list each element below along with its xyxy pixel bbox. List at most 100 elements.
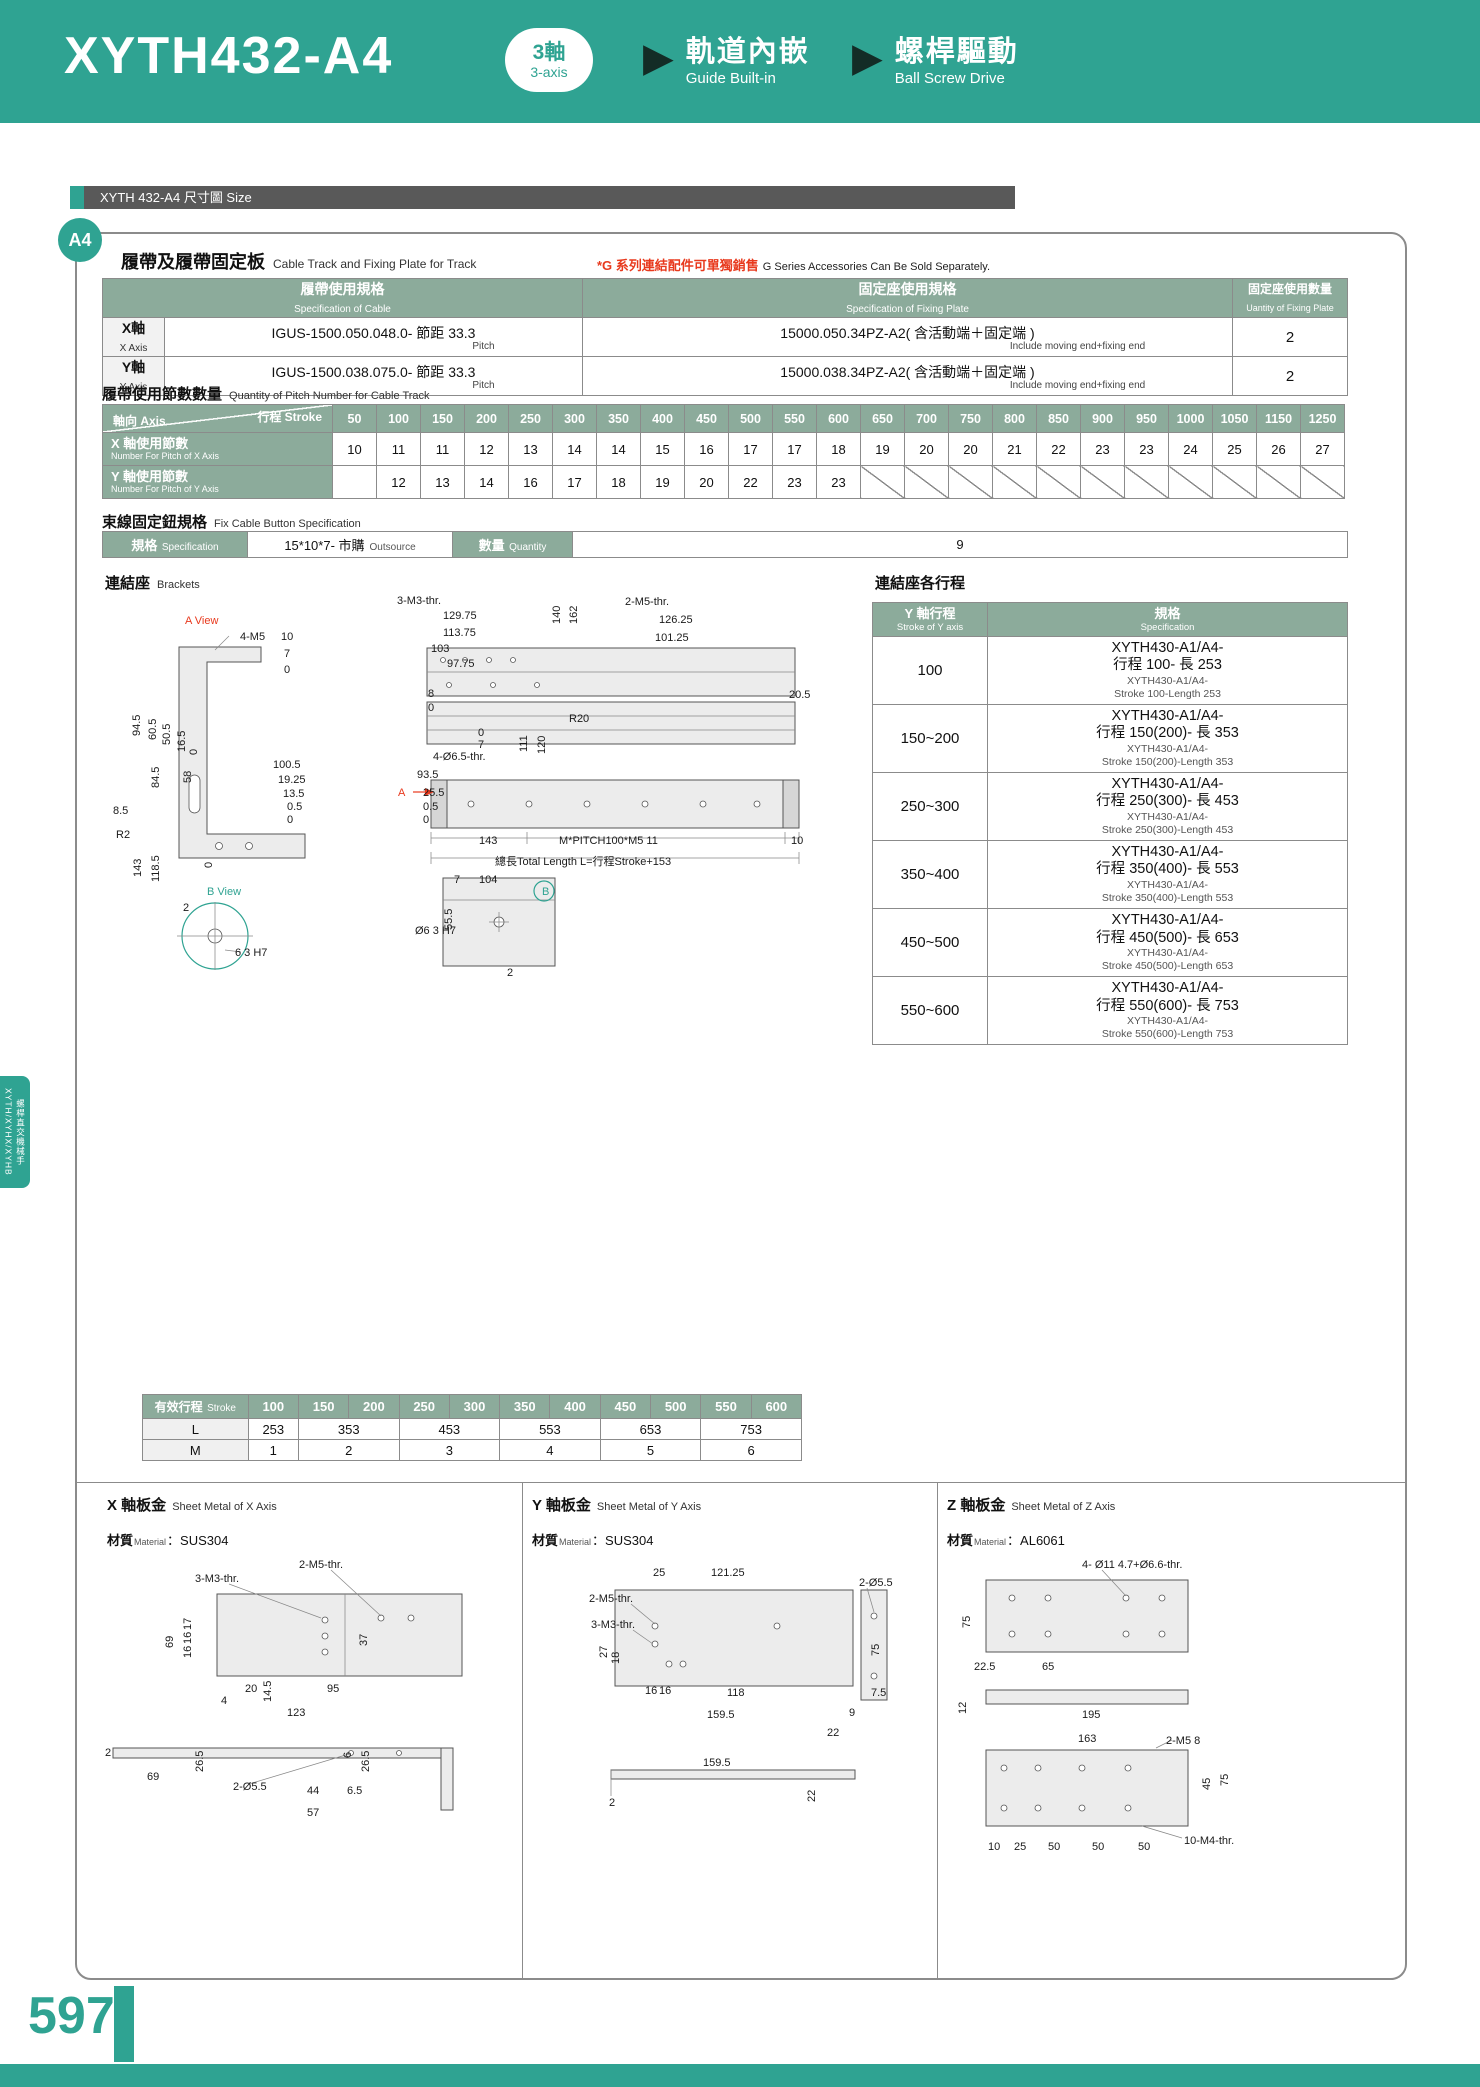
stroke-col-header: 900 bbox=[1080, 404, 1125, 433]
dimension-label: 2-M5-thr. bbox=[625, 596, 669, 608]
pitch-x-value: 27 bbox=[1300, 432, 1345, 466]
lm-value: 5 bbox=[599, 1439, 702, 1461]
lm-value: 1 bbox=[247, 1439, 299, 1461]
lm-stroke-header: 250 bbox=[398, 1394, 450, 1419]
dimension-label: 4 bbox=[221, 1695, 227, 1707]
dimension-label: 6 3 H7 bbox=[235, 947, 267, 959]
dimension-label: 20 bbox=[245, 1683, 257, 1695]
y-sheet-material: 材質Material：SUS304 bbox=[532, 1533, 654, 1548]
panel-divider-1 bbox=[522, 1482, 523, 1980]
dimension-label: 2-M5 8 bbox=[1166, 1735, 1200, 1747]
lm-value: 353 bbox=[297, 1418, 400, 1440]
pitch-x-value: 15 bbox=[640, 432, 685, 466]
stroke-col-header: 550 bbox=[772, 404, 817, 433]
model-title: XYTH432-A4 bbox=[64, 27, 394, 85]
lm-stroke-header: 350 bbox=[499, 1394, 551, 1419]
dimension-label: 4-Ø6.5-thr. bbox=[433, 751, 486, 763]
dimension-label: 2-M5-thr. bbox=[589, 1593, 633, 1605]
dimension-label: B bbox=[542, 886, 549, 898]
dimension-label: 129.75 bbox=[443, 610, 477, 622]
dimension-label: 69 bbox=[147, 1771, 159, 1783]
pitch-x-value: 20 bbox=[948, 432, 993, 466]
dimension-label: 8.5 bbox=[113, 805, 128, 817]
dimension-label: A bbox=[398, 787, 406, 799]
pitch-x-value: 13 bbox=[508, 432, 553, 466]
bracket-stroke-title: 連結座各行程 bbox=[875, 575, 966, 592]
lm-stroke-header: 600 bbox=[750, 1394, 803, 1419]
pitch-y-value: 12 bbox=[376, 465, 421, 499]
lm-row-label: L bbox=[142, 1418, 249, 1440]
dimension-label: 17 bbox=[182, 1618, 194, 1630]
pitch-y-value: 13 bbox=[420, 465, 465, 499]
pitch-x-value: 14 bbox=[552, 432, 597, 466]
stroke-col-header: 850 bbox=[1036, 404, 1081, 433]
dimension-label: 25 bbox=[1014, 1841, 1026, 1853]
dimension-label: 2-M5-thr. bbox=[299, 1559, 343, 1571]
dimension-label: 50 bbox=[1092, 1841, 1104, 1853]
y-stroke-value: 100 bbox=[872, 635, 988, 706]
lm-stroke-header: 400 bbox=[549, 1394, 601, 1419]
lm-value: 3 bbox=[398, 1439, 501, 1461]
pitch-y-na-cell bbox=[948, 465, 993, 499]
side-index-tab: XYTH/XYHX/XYHB 螺桿直交機械手 bbox=[0, 1076, 30, 1188]
stroke-col-header: 50 bbox=[332, 404, 377, 433]
dimension-label: 0 bbox=[287, 814, 293, 826]
panel-divider-2 bbox=[937, 1482, 938, 1980]
dimension-label: 16 bbox=[659, 1685, 671, 1697]
dimension-label: 0 bbox=[284, 664, 290, 676]
stroke-col-header: 650 bbox=[860, 404, 905, 433]
dimension-label: 159.5 bbox=[703, 1757, 731, 1769]
lm-value: 753 bbox=[700, 1418, 802, 1440]
stroke-col-header: 1150 bbox=[1256, 404, 1301, 433]
dimension-label: 10 bbox=[791, 835, 803, 847]
dimension-label: 75 bbox=[870, 1644, 882, 1656]
lm-value: 553 bbox=[499, 1418, 601, 1440]
dimension-label: 27 bbox=[598, 1646, 610, 1658]
effective-stroke-header: 有效行程 Stroke bbox=[142, 1394, 249, 1419]
dimension-label: 22 bbox=[827, 1727, 839, 1739]
stroke-col-header: 400 bbox=[640, 404, 685, 433]
dimension-label: 19.25 bbox=[278, 774, 306, 786]
dimension-label: 3-M3-thr. bbox=[591, 1619, 635, 1631]
pitch-y-na-cell bbox=[1036, 465, 1081, 499]
feature-guide-built-in: ▶ 軌道內嵌 Guide Built-in bbox=[643, 28, 810, 88]
pitch-y-value: 17 bbox=[552, 465, 597, 499]
header-banner: XYTH432-A4 3軸 3-axis ▶ 軌道內嵌 Guide Built-… bbox=[0, 0, 1480, 123]
feature-ball-screw: ▶ 螺桿驅動 Ball Screw Drive bbox=[852, 28, 1019, 88]
dimension-label: 75 bbox=[961, 1616, 973, 1628]
pitch-y-na-cell bbox=[1256, 465, 1301, 499]
dimension-label: 111 bbox=[518, 735, 530, 752]
stroke-col-header: 950 bbox=[1124, 404, 1169, 433]
x-sheet-material: 材質Material：SUS304 bbox=[107, 1533, 229, 1548]
pitch-y-value: 20 bbox=[684, 465, 729, 499]
dimension-label: 2 bbox=[105, 1747, 111, 1759]
fix-qty-value: 9 bbox=[572, 531, 1348, 558]
section-divider bbox=[77, 1482, 1405, 1483]
fix-qty-label: 數量 Quantity bbox=[452, 531, 573, 558]
dimension-label: 6.5 bbox=[347, 1785, 362, 1797]
pitch-x-value: 26 bbox=[1256, 432, 1301, 466]
dimension-label: 3-M3-thr. bbox=[397, 595, 441, 607]
dimension-label: 55.5 bbox=[443, 909, 455, 930]
lm-stroke-header: 450 bbox=[599, 1394, 652, 1419]
